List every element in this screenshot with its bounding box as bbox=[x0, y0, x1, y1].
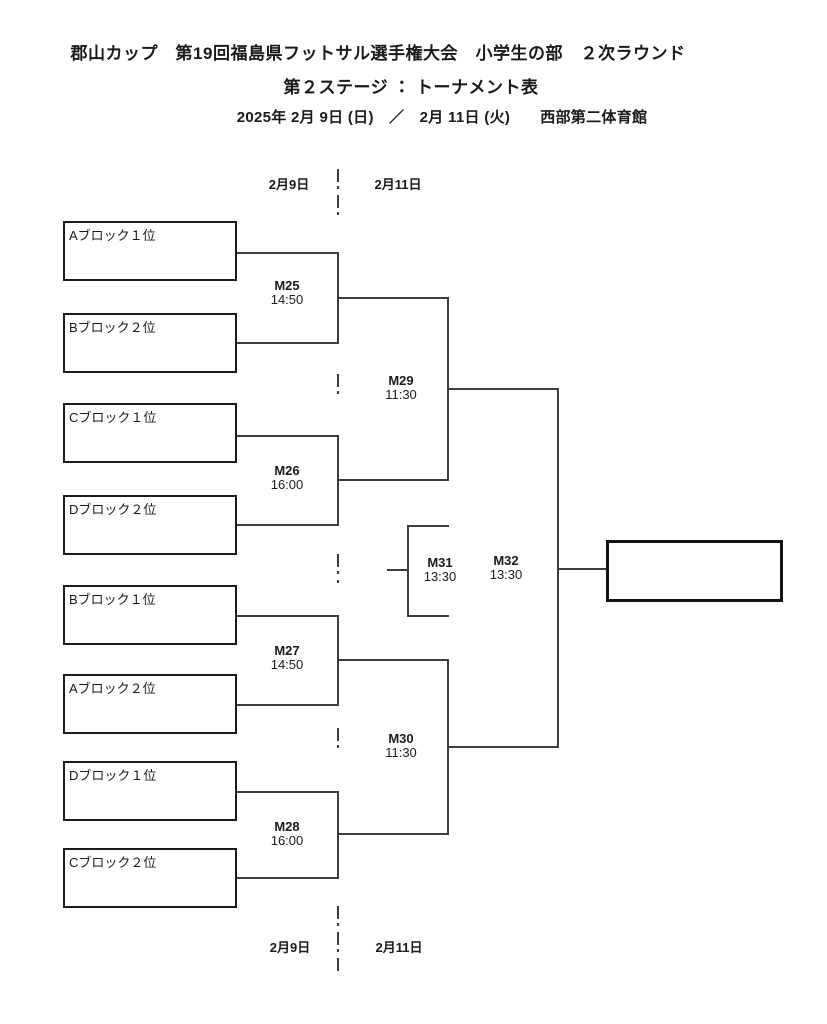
page-title: 郡山カップ 第19回福島県フットサル選手権大会 小学生の部 ２次ラウンド bbox=[70, 44, 686, 63]
day-label-bottom-right: 2月11日 bbox=[375, 940, 423, 955]
day-divider-dash bbox=[337, 906, 339, 972]
bracket-line bbox=[237, 252, 338, 254]
team-box-b1: Bブロック１位 bbox=[63, 585, 237, 645]
match-time: 16:00 bbox=[270, 477, 304, 492]
team-box-label: Bブロック２位 bbox=[69, 320, 156, 335]
day-divider-dash bbox=[337, 169, 339, 220]
bracket-line bbox=[557, 568, 606, 570]
bracket-line bbox=[407, 525, 449, 527]
match-time: 14:50 bbox=[270, 657, 304, 672]
match-label-m25: M25 14:50 bbox=[271, 279, 304, 307]
team-box-a2: Aブロック２位 bbox=[63, 674, 237, 734]
match-label-m32: M32 13:30 bbox=[490, 554, 523, 582]
team-box-b2: Bブロック２位 bbox=[63, 313, 237, 373]
match-label-m27: M27 14:50 bbox=[271, 644, 304, 672]
team-box-label: Cブロック１位 bbox=[69, 410, 157, 425]
team-box-label: Bブロック１位 bbox=[69, 592, 156, 607]
bracket-line bbox=[237, 524, 338, 526]
team-box-c1: Cブロック１位 bbox=[63, 403, 237, 463]
team-box-label: Cブロック２位 bbox=[69, 855, 157, 870]
day-label-bottom-left: 2月9日 bbox=[269, 940, 311, 955]
team-box-label: Aブロック１位 bbox=[69, 228, 156, 243]
match-label-m30: M30 11:30 bbox=[385, 732, 417, 760]
date-venue-line: 2025年 2月 9日 (日) ／ 2月 11日 (火) 西部第二体育館 bbox=[237, 106, 648, 127]
match-label-m26: M26 16:00 bbox=[271, 464, 304, 492]
team-box-d1: Dブロック１位 bbox=[63, 761, 237, 821]
bracket-line bbox=[407, 525, 409, 617]
bracket-line bbox=[237, 791, 338, 793]
bracket-line bbox=[237, 615, 338, 617]
day-divider-dash bbox=[337, 728, 339, 752]
bracket-line bbox=[237, 877, 338, 879]
day-label-top-right: 2月11日 bbox=[374, 177, 422, 192]
bracket-line bbox=[237, 704, 338, 706]
match-id: M28 bbox=[274, 819, 300, 834]
match-time: 14:50 bbox=[270, 292, 304, 307]
match-label-m28: M28 16:00 bbox=[271, 820, 304, 848]
bracket-line bbox=[447, 746, 559, 748]
bracket-line bbox=[337, 659, 449, 661]
match-id: M29 bbox=[388, 373, 414, 388]
match-id: M25 bbox=[274, 278, 300, 293]
bracket-line bbox=[387, 569, 407, 571]
match-time: 16:00 bbox=[270, 833, 304, 848]
team-box-label: Dブロック２位 bbox=[69, 502, 157, 517]
bracket-line bbox=[237, 435, 338, 437]
bracket-line bbox=[337, 833, 449, 835]
bracket-line bbox=[337, 479, 449, 481]
match-time: 13:30 bbox=[423, 569, 457, 584]
team-box-c2: Cブロック２位 bbox=[63, 848, 237, 908]
team-box-d2: Dブロック２位 bbox=[63, 495, 237, 555]
bracket-line bbox=[447, 388, 559, 390]
match-time: 11:30 bbox=[385, 745, 417, 760]
event-dates: 2025年 2月 9日 (日) ／ 2月 11日 (火) bbox=[236, 109, 511, 126]
match-id: M31 bbox=[427, 555, 453, 570]
match-id: M27 bbox=[274, 643, 300, 658]
page-subtitle: 第２ステージ ： トーナメント表 bbox=[283, 78, 539, 97]
day-divider-dash bbox=[337, 554, 339, 583]
venue-name: 西部第二体育館 bbox=[540, 109, 648, 126]
team-box-label: Dブロック１位 bbox=[69, 768, 157, 783]
team-box-label: Aブロック２位 bbox=[69, 681, 156, 696]
bracket-line bbox=[407, 615, 449, 617]
match-label-m29: M29 11:30 bbox=[385, 374, 417, 402]
day-label-top-left: 2月9日 bbox=[268, 177, 310, 192]
match-time: 11:30 bbox=[385, 387, 417, 402]
match-id: M30 bbox=[388, 731, 414, 746]
day-divider-dash bbox=[337, 374, 339, 400]
match-time: 13:30 bbox=[489, 567, 523, 582]
bracket-line bbox=[237, 342, 338, 344]
bracket-line bbox=[337, 791, 339, 879]
match-id: M32 bbox=[493, 553, 519, 568]
winner-box bbox=[606, 540, 783, 602]
match-label-m31: M31 13:30 bbox=[424, 556, 457, 584]
bracket-line bbox=[337, 297, 449, 299]
team-box-a1: Aブロック１位 bbox=[63, 221, 237, 281]
match-id: M26 bbox=[274, 463, 300, 478]
